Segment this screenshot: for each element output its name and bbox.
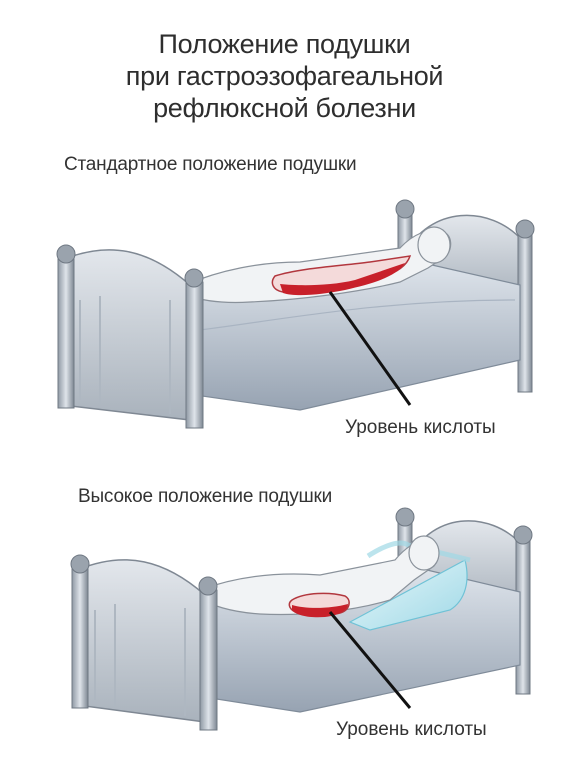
acid-fill xyxy=(292,604,348,618)
standard-bed xyxy=(56,199,535,429)
acid-pointer-line xyxy=(328,611,412,709)
footboard-post-right xyxy=(199,589,218,731)
person-head xyxy=(417,226,451,264)
high-pillow-caption: Высокое положение подушки xyxy=(78,486,333,507)
footboard-post-left xyxy=(57,257,75,409)
title-line-1: Положение подушки xyxy=(158,29,411,59)
title-line-3: рефлюксной болезни xyxy=(153,93,416,123)
acid-pointer-line xyxy=(328,291,412,406)
person-head xyxy=(408,535,440,571)
footboard-post-right xyxy=(185,281,204,429)
acid-fill xyxy=(280,263,405,296)
title-line-2: при гастроэзофагеальной xyxy=(125,61,444,91)
acid-level-label-high: Уровень кислоты xyxy=(336,719,487,740)
page-title: Положение подушки при гастроэзофагеально… xyxy=(0,28,569,124)
footboard-post-left xyxy=(71,567,89,709)
high-pillow-bed xyxy=(70,507,533,731)
acid-level-label-standard: Уровень кислоты xyxy=(345,417,496,438)
standard-pillow-caption: Стандартное положение подушки xyxy=(64,154,357,175)
